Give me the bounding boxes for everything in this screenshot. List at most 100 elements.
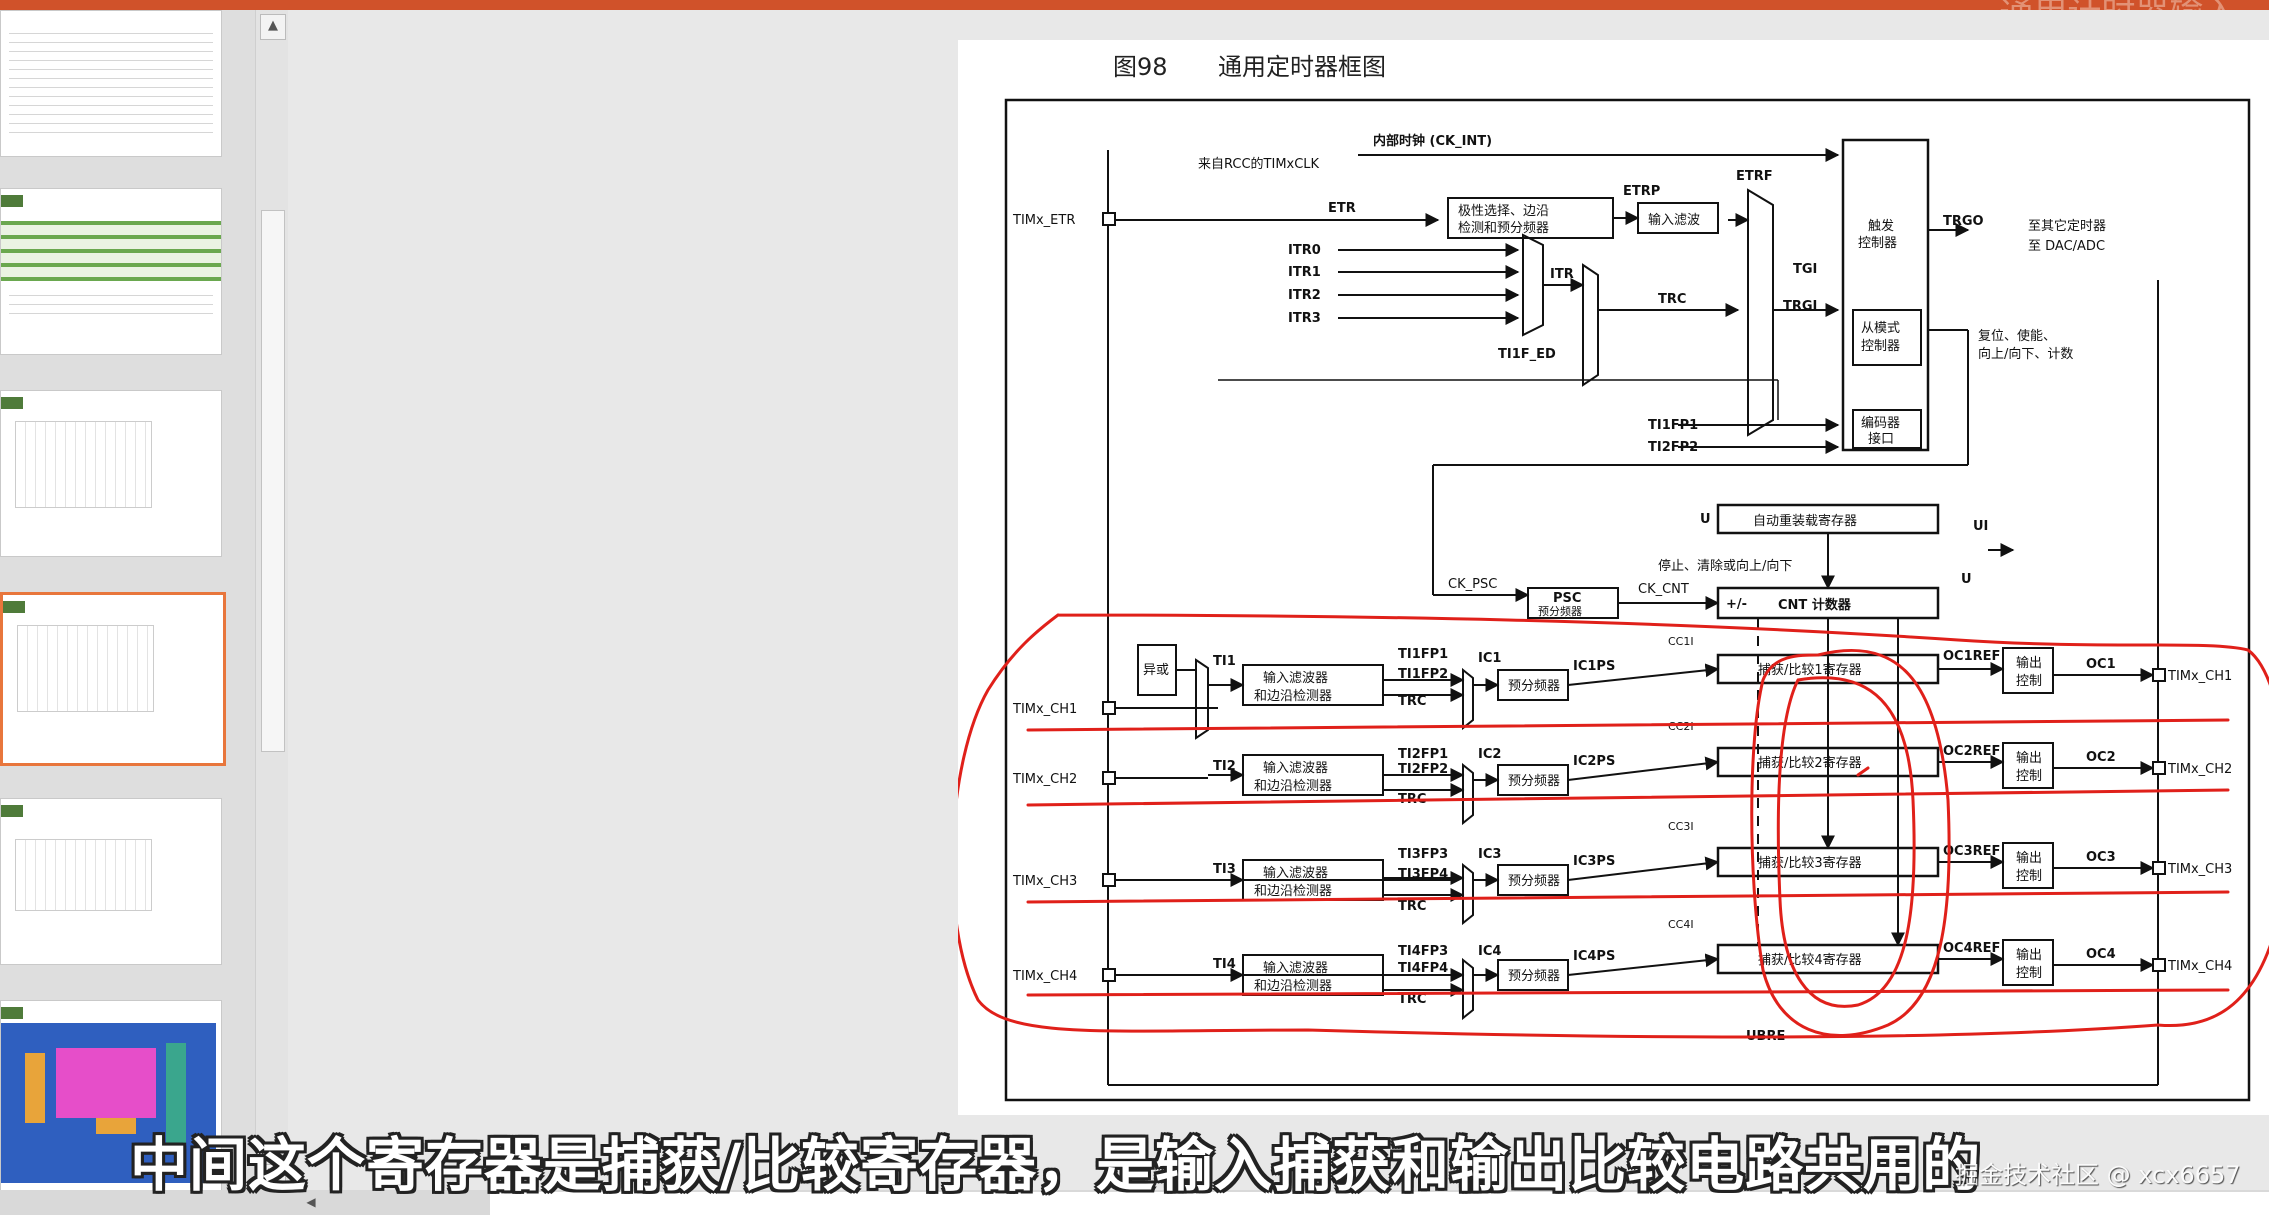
label-internal-clock: 内部时钟 (CK_INT) bbox=[1373, 133, 1492, 149]
ic1ps-label: IC1PS bbox=[1573, 659, 1615, 674]
label-etrp: ETRP bbox=[1623, 184, 1660, 199]
figure-number: 图98 bbox=[1113, 53, 1168, 81]
slide-thumbnail-1[interactable] bbox=[0, 10, 222, 157]
outctrl4-l1: 输出 bbox=[2016, 947, 2042, 963]
slide-thumbnail-4-active[interactable] bbox=[0, 592, 226, 766]
label-tgi: TGI bbox=[1793, 262, 1817, 277]
scrollbar-thumb[interactable] bbox=[261, 210, 285, 752]
slide-thumbnail-2[interactable] bbox=[0, 188, 222, 355]
out-pin-ch3: TIMx_CH3 bbox=[2167, 862, 2232, 877]
oc2ref-label: OC2REF bbox=[1943, 744, 2000, 759]
label-to-other-timer: 至其它定时器 bbox=[2028, 218, 2106, 234]
label-etr: ETR bbox=[1328, 201, 1356, 216]
label-u-right: U bbox=[1961, 572, 1972, 587]
psc4-label: 预分频器 bbox=[1508, 969, 1560, 984]
ic2-label: IC2 bbox=[1478, 747, 1501, 762]
outctrl2-l1: 输出 bbox=[2016, 750, 2042, 766]
outctrl2-l2: 控制 bbox=[2016, 769, 2042, 784]
reset-enable-line2: 向上/向下、计数 bbox=[1978, 346, 2073, 362]
psc3-label: 预分频器 bbox=[1508, 874, 1560, 889]
ch4-fp-a: TI4FP3 bbox=[1398, 944, 1448, 959]
pin-etr: TIMx_ETR bbox=[1012, 213, 1075, 228]
label-trgo: TRGO bbox=[1943, 214, 1984, 229]
filter3-l1: 输入滤波器 bbox=[1263, 865, 1328, 881]
slave-controller-block bbox=[1853, 310, 1921, 365]
outctrl1-l1: 输出 bbox=[2016, 655, 2042, 671]
label-rcc-clock: 来自RCC的TIMxCLK bbox=[1198, 156, 1320, 172]
oc1-label: OC1 bbox=[2086, 657, 2116, 672]
red-annotations bbox=[958, 615, 2269, 1037]
ch3-trc: TRC bbox=[1398, 899, 1426, 914]
slave-ctrl-line2: 控制器 bbox=[1861, 339, 1900, 354]
input-filter-label: 输入滤波 bbox=[1648, 212, 1700, 228]
label-to-dac-adc: 至 DAC/ADC bbox=[2028, 239, 2105, 254]
slide: 图98 通用定时器框图 内部时钟 (CK_INT) 来自RCC的TIMxCLK … bbox=[958, 40, 2269, 1115]
ccr3-label: 捕获/比较3寄存器 bbox=[1758, 855, 1862, 871]
ch3-fp-a: TI3FP3 bbox=[1398, 847, 1448, 862]
label-psc-sub: 预分频器 bbox=[1538, 604, 1582, 618]
watermark: 掘金技术社区 @ xcx6657 bbox=[1955, 1155, 2241, 1190]
trigger-ctrl-line1: 触发 bbox=[1868, 218, 1894, 234]
ch1-fp-b: TI1FP2 bbox=[1398, 667, 1448, 682]
stop-clear-label: 停止、清除或向上/向下 bbox=[1658, 558, 1792, 574]
filter2-l1: 输入滤波器 bbox=[1263, 760, 1328, 776]
label-itr0: ITR0 bbox=[1288, 243, 1321, 258]
psc2-label: 预分频器 bbox=[1508, 774, 1560, 789]
oc1ref-label: OC1REF bbox=[1943, 649, 2000, 664]
label-cnt-sign: +/- bbox=[1726, 597, 1747, 612]
slide-thumbnail-5[interactable] bbox=[0, 798, 222, 965]
cc3i-label: CC3I bbox=[1668, 820, 1694, 833]
figure-title: 通用定时器框图 bbox=[1218, 53, 1386, 81]
ic4ps-label: IC4PS bbox=[1573, 949, 1615, 964]
ti1-label: TI1 bbox=[1213, 654, 1236, 669]
ccr2-label: 捕获/比较2寄存器 bbox=[1758, 755, 1862, 771]
ccr4-label: 捕获/比较4寄存器 bbox=[1758, 952, 1862, 968]
scroll-up-arrow-icon[interactable]: ▲ bbox=[260, 14, 286, 40]
trigger-controller-block bbox=[1843, 140, 1928, 450]
label-itr3: ITR3 bbox=[1288, 311, 1321, 326]
ti4-label: TI4 bbox=[1213, 957, 1236, 972]
ic2ps-label: IC2PS bbox=[1573, 754, 1615, 769]
cc1i-label: CC1I bbox=[1668, 635, 1694, 648]
label-ui: UI bbox=[1973, 519, 1988, 534]
outctrl3-l2: 控制 bbox=[2016, 869, 2042, 884]
filter1-l2: 和边沿检测器 bbox=[1254, 689, 1332, 704]
ic3-label: IC3 bbox=[1478, 847, 1501, 862]
pin-ch1: TIMx_CH1 bbox=[1012, 702, 1077, 717]
label-psc: PSC bbox=[1553, 591, 1581, 606]
encoder-line2: 接口 bbox=[1868, 431, 1894, 447]
ic1-label: IC1 bbox=[1478, 651, 1501, 666]
filter4-l2: 和边沿检测器 bbox=[1254, 979, 1332, 994]
out-pin-ch4: TIMx_CH4 bbox=[2167, 959, 2232, 974]
label-itr1: ITR1 bbox=[1288, 265, 1321, 280]
out-pin-ch2: TIMx_CH2 bbox=[2167, 762, 2232, 777]
slide-thumbnail-3[interactable] bbox=[0, 390, 222, 557]
encoder-line1: 编码器 bbox=[1861, 416, 1900, 431]
label-trgi: TRGI bbox=[1783, 299, 1817, 314]
slave-ctrl-line1: 从模式 bbox=[1861, 321, 1900, 336]
label-ck-cnt: CK_CNT bbox=[1638, 582, 1689, 597]
ch1-fp-a: TI1FP1 bbox=[1398, 647, 1448, 662]
filter3-l2: 和边沿检测器 bbox=[1254, 884, 1332, 899]
filter4-l1: 输入滤波器 bbox=[1263, 960, 1328, 976]
cc4i-label: CC4I bbox=[1668, 918, 1694, 931]
ch4-fp-b: TI4FP4 bbox=[1398, 961, 1448, 976]
label-trc-top: TRC bbox=[1658, 292, 1686, 307]
oc4ref-label: OC4REF bbox=[1943, 941, 2000, 956]
ic4-label: IC4 bbox=[1478, 944, 1501, 959]
thumbnail-scrollbar[interactable]: ▲ ▼ bbox=[255, 10, 288, 1190]
outctrl4-l2: 控制 bbox=[2016, 966, 2042, 981]
ti3-label: TI3 bbox=[1213, 862, 1236, 877]
oc3ref-label: OC3REF bbox=[1943, 844, 2000, 859]
oc2-label: OC2 bbox=[2086, 750, 2116, 765]
label-itr: ITR bbox=[1550, 267, 1574, 282]
ch3-fp-b: TI3FP4 bbox=[1398, 867, 1448, 882]
ch1-trc: TRC bbox=[1398, 694, 1426, 709]
auto-reload-label: 自动重装载寄存器 bbox=[1753, 513, 1857, 529]
slide-thumbnail-panel bbox=[0, 10, 255, 1190]
reset-enable-line1: 复位、使能、 bbox=[1978, 328, 2056, 344]
label-xor: 异或 bbox=[1143, 663, 1169, 678]
label-etrf: ETRF bbox=[1736, 169, 1773, 184]
filter2-l2: 和边沿检测器 bbox=[1254, 779, 1332, 794]
filter1-l1: 输入滤波器 bbox=[1263, 670, 1328, 686]
